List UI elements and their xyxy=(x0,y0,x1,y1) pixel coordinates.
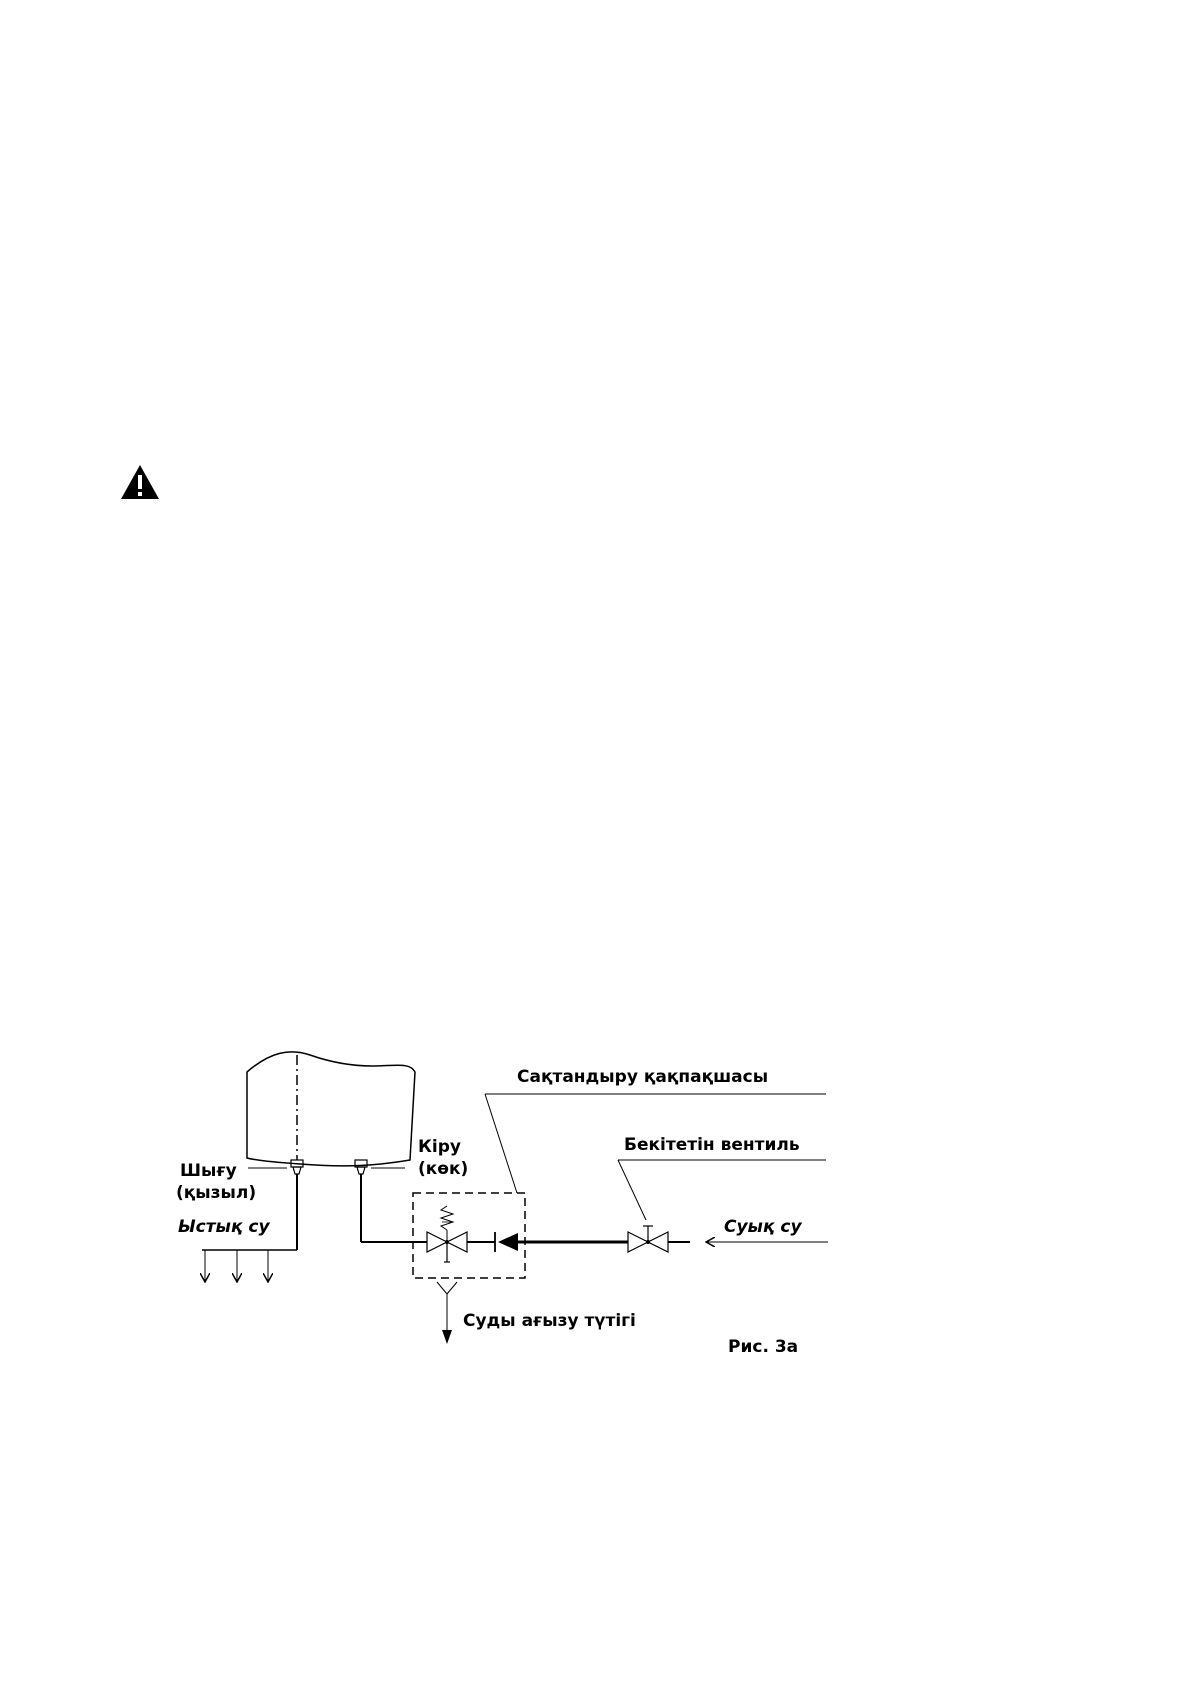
water-heater-tank xyxy=(246,1051,416,1167)
outlet-fitting xyxy=(290,1159,304,1175)
inlet-label: Кіру xyxy=(418,1137,461,1157)
shutoff-valve-label: Бекітетін вентиль xyxy=(624,1135,800,1155)
safety-valve-label: Сақтандыру қақпақшасы xyxy=(517,1067,768,1087)
safety-valve-symbol xyxy=(426,1205,468,1263)
hot-water-pipe xyxy=(202,1174,298,1282)
inlet-fitting xyxy=(354,1159,368,1175)
drain-pipe-label: Суды ағызу түтігі xyxy=(463,1311,636,1331)
shutoff-valve-symbol xyxy=(627,1225,669,1253)
cold-water-label: Суық су xyxy=(724,1217,802,1237)
check-valve-symbol xyxy=(467,1232,518,1252)
inlet-color-label: (көк) xyxy=(418,1159,468,1179)
warning-triangle-icon xyxy=(121,465,159,499)
figure-caption: Рис. 3а xyxy=(728,1337,798,1357)
outlet-label: Шығу xyxy=(180,1161,237,1181)
safety-valve-box xyxy=(412,1192,526,1279)
hot-water-label: Ыстық су xyxy=(178,1217,270,1237)
drain-arrow xyxy=(436,1281,458,1344)
cold-inlet-pipe xyxy=(360,1174,427,1243)
outlet-color-label: (қызыл) xyxy=(176,1183,256,1203)
